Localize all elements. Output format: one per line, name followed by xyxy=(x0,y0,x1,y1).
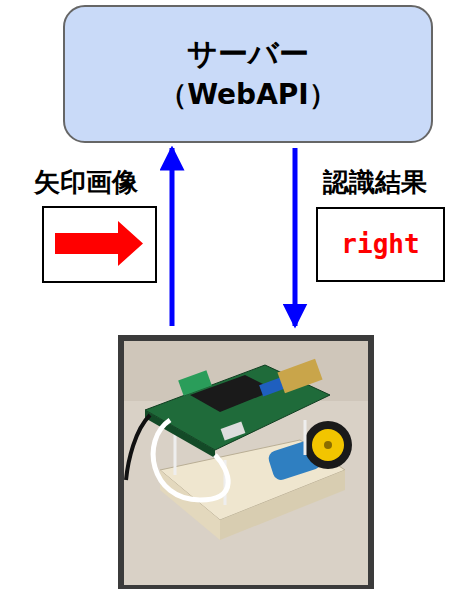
red-arrow xyxy=(55,221,143,266)
robot-photo xyxy=(118,335,374,589)
result-box: right xyxy=(316,207,445,282)
result-arrow xyxy=(293,148,298,326)
upload-arrow xyxy=(170,148,175,326)
arrow-caption: 矢印画像 xyxy=(34,165,138,200)
arrow-caption: 認識結果 xyxy=(323,165,427,200)
node-text: right xyxy=(341,226,419,262)
node-text: （WebAPI） xyxy=(159,75,337,114)
image-frame xyxy=(43,207,156,282)
server-box: サーバー（WebAPI） xyxy=(63,5,433,143)
node-text: サーバー xyxy=(187,33,309,75)
